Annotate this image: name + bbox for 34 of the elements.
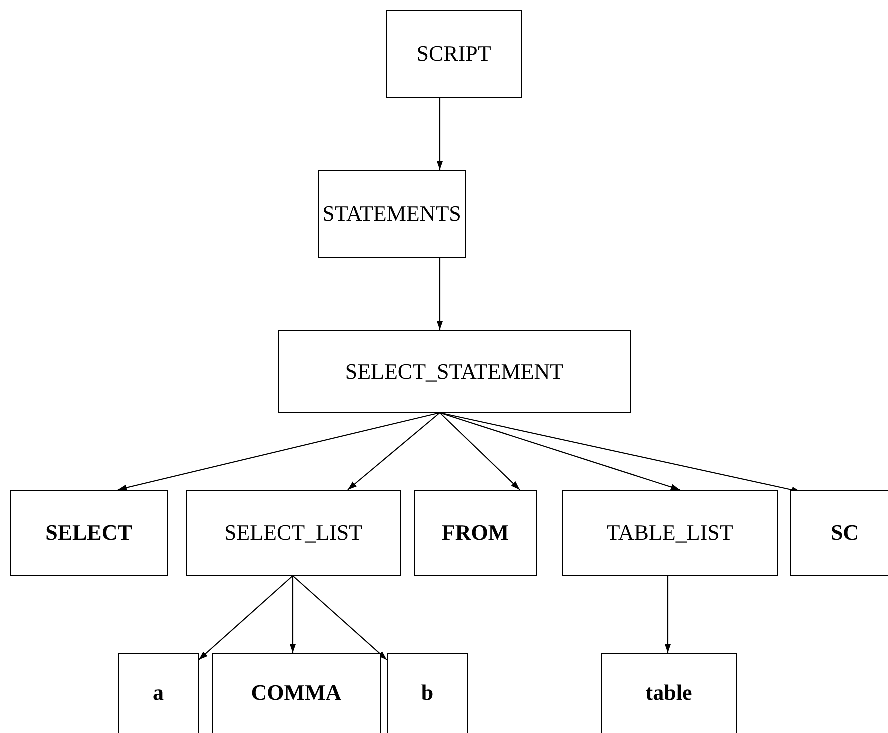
node-label: a [153, 680, 164, 706]
arrow [348, 412, 440, 490]
tree-node-box [10, 490, 168, 576]
node-label: SC [830, 520, 860, 546]
tree-node-box [790, 490, 888, 576]
arrow [198, 576, 294, 660]
node-label: SELECT [46, 520, 132, 546]
tree-node-box [414, 490, 537, 576]
arrow [440, 412, 680, 491]
node-label: table [646, 680, 692, 706]
tree-node-box [212, 653, 381, 733]
tree-node-box [601, 653, 737, 733]
tree-node-box [278, 330, 631, 413]
arrow [436, 98, 444, 170]
node-label: SCRIPT [416, 41, 492, 67]
arrow [436, 258, 444, 330]
arrow [292, 576, 388, 660]
tree-node-box [318, 170, 466, 258]
node-label: FROM [442, 520, 510, 546]
tree-node-box [186, 490, 401, 576]
arrow [118, 412, 440, 491]
tree-node-box [387, 653, 468, 733]
node-label: SELECT_LIST [224, 520, 363, 546]
node-label: TABLE_LIST [606, 520, 734, 546]
arrow [440, 412, 520, 490]
arrow [664, 576, 672, 653]
node-label: b [421, 680, 434, 706]
arrow [290, 576, 296, 653]
tree-node-box [118, 653, 199, 733]
node-label: COMMA [251, 680, 342, 706]
tree-node-box [562, 490, 778, 576]
tree-node-box [386, 10, 522, 98]
node-label: STATEMENTS [322, 201, 462, 227]
node-label: SELECT_STATEMENT [345, 358, 564, 384]
